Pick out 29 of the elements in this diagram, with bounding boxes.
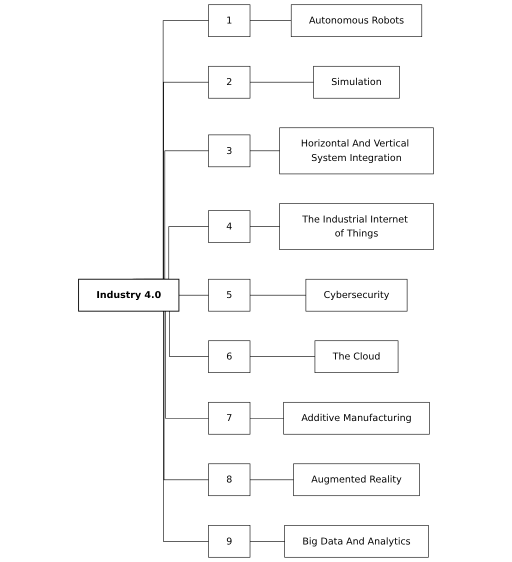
node-box: 8 (208, 464, 250, 496)
node-box: The Industrial Internet of Things (279, 203, 434, 250)
node-box: Industry 4.0 (78, 278, 180, 312)
node-box: 6 (208, 340, 250, 373)
connector (250, 20, 292, 21)
connector (250, 418, 284, 419)
connector (250, 150, 280, 152)
connector (178, 294, 209, 296)
node-box: 4 (208, 210, 250, 243)
node-box: 9 (208, 525, 250, 558)
node-box: The Cloud (314, 340, 398, 373)
connector (250, 541, 285, 542)
node-box: Augmented Reality (293, 464, 420, 496)
node-box: 1 (208, 4, 250, 37)
node-box: Big Data And Analytics (284, 525, 429, 558)
node-box: 7 (208, 402, 250, 435)
connector (250, 82, 314, 83)
node-box: Cybersecurity (306, 278, 408, 312)
connector (250, 356, 316, 358)
connector (250, 226, 280, 227)
node-box: Additive Manufacturing (283, 402, 430, 435)
connector (250, 479, 294, 480)
node-box: Autonomous Robots (290, 4, 422, 37)
node-box: 2 (208, 66, 250, 98)
node-box: Simulation (313, 66, 400, 98)
connector (250, 294, 306, 296)
node-box: 5 (208, 278, 250, 312)
node-box: Horizontal And Vertical System Integration (279, 127, 434, 174)
node-box: 3 (208, 134, 250, 168)
